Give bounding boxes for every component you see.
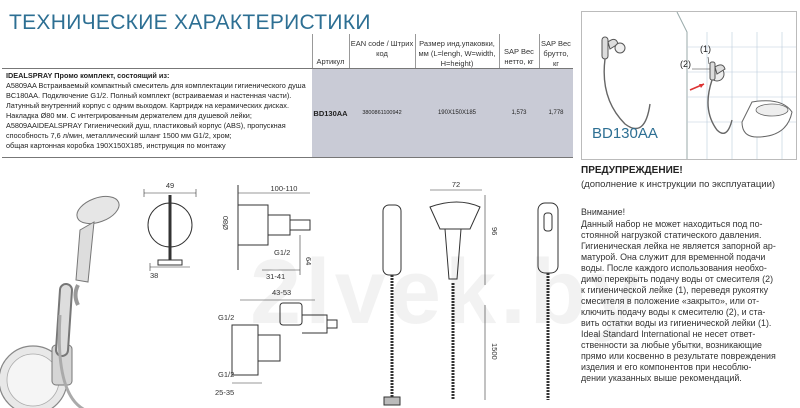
dim-96: 96 bbox=[490, 227, 499, 235]
warning-line: Ideal Standard International не несет от… bbox=[581, 329, 756, 339]
warning-subtitle: (дополнение к инструкции по эксплуатации… bbox=[581, 179, 776, 190]
dim-31-41: 31-41 bbox=[266, 272, 285, 281]
warning-line: к гигиенической лейке (1), переведя руко… bbox=[581, 285, 769, 295]
dim-g12-a: G1/2 bbox=[274, 248, 290, 257]
plate-front-view bbox=[143, 189, 197, 271]
warning-line: матурой. Она служит для временной подачи bbox=[581, 252, 766, 262]
warning-line: прямо или косвенно в результате поврежде… bbox=[581, 351, 776, 361]
dim-49: 49 bbox=[166, 181, 174, 190]
header-gross-weight: SAP Вес брутто, кг bbox=[541, 39, 571, 68]
dim-g12-c: G1/2 bbox=[218, 370, 234, 379]
mixer-assembly-view bbox=[231, 299, 338, 384]
header-ean: EAN code / Штрих код bbox=[350, 39, 414, 58]
dim-43-53: 43-53 bbox=[272, 288, 291, 297]
net-weight-value: 1,573 bbox=[511, 110, 527, 116]
warning-title: ПРЕДУПРЕЖДЕНИЕ! bbox=[581, 165, 683, 176]
sprayer-back-view bbox=[537, 202, 559, 400]
article-value: BD130AA bbox=[313, 109, 348, 118]
dim-64: 64 bbox=[304, 257, 313, 265]
dim-25-35: 25-35 bbox=[215, 388, 234, 397]
dim-38: 38 bbox=[150, 271, 158, 280]
warning-line: стоянной нагрузкой статического давления… bbox=[581, 230, 762, 240]
sprayer-front-view bbox=[429, 189, 486, 400]
ean-value: 3800861100942 bbox=[362, 110, 402, 116]
callout-2: (2) bbox=[680, 59, 691, 69]
description-line: BC180AA. Подключение G1/2. Полный компле… bbox=[6, 91, 292, 100]
page-title: ТЕХНИЧЕСКИЕ ХАРАКТЕРИСТИКИ bbox=[9, 11, 371, 34]
sprayer-side-view bbox=[382, 204, 402, 406]
description-cell bbox=[2, 68, 312, 158]
warning-line: дении указанных выше рекомендаций. bbox=[581, 373, 742, 383]
warning-line: ключить подачу воды к смесителю (2), и с… bbox=[581, 307, 766, 317]
description-line: способность 7,6 л/мин, металлический шла… bbox=[6, 131, 232, 140]
description-line: A5809AAIDEALSPRAY Гигиенический душ, пла… bbox=[6, 121, 286, 130]
warning-line: вить остатки воды из гигиенической лейки… bbox=[581, 318, 772, 328]
spec-table: Артикул EAN code / Штрих код Размер инд.… bbox=[2, 34, 573, 175]
values-cell bbox=[312, 68, 573, 158]
warning-line: изделия и его компонентов при несоблю- bbox=[581, 362, 752, 372]
dim-80: Ø80 bbox=[221, 216, 230, 230]
dim-100-110: 100-110 bbox=[271, 184, 298, 193]
header-net-weight: SAP Вес нетто, кг bbox=[504, 47, 534, 66]
gross-weight-value: 1,778 bbox=[548, 110, 564, 116]
header-size: Размер инд.упаковки, мм (L=lengh, W=widt… bbox=[418, 39, 496, 68]
size-value: 190X150X185 bbox=[437, 110, 477, 116]
warning-line: ственности за любые убытки, возникающие bbox=[581, 340, 762, 350]
bathroom-installation-drawing bbox=[601, 11, 796, 159]
description-line: общая картонная коробка 190X150X185, инс… bbox=[6, 141, 226, 150]
dim-72: 72 bbox=[452, 180, 460, 189]
callout-1: (1) bbox=[700, 44, 711, 54]
warning-line: Внимание! bbox=[581, 207, 626, 217]
warning-line: Данный набор не может находиться под по- bbox=[581, 219, 763, 229]
technical-drawings: 49 38 100-110 Ø80 G1/2 64 31-41 43-53 G1… bbox=[0, 180, 559, 408]
warning-line: воды. После каждого использования необхо… bbox=[581, 263, 767, 273]
warning-line: смесителя в положение «закрыто», или от- bbox=[581, 296, 760, 306]
dim-1500: 1500 bbox=[490, 343, 499, 360]
header-article: Артикул bbox=[316, 57, 345, 66]
warning-line: димо перекрыть подачу воды от смесителя … bbox=[581, 274, 774, 284]
dim-g12-b: G1/2 bbox=[218, 313, 234, 322]
description-line: IDEALSPRAY Промо комплект, состоящий из: bbox=[6, 71, 170, 80]
description-line: Накладка Ø80 мм. С интегрированным держа… bbox=[6, 111, 252, 120]
plate-side-view bbox=[237, 185, 311, 275]
warning-line: Гигиеническая лейка не является запорной… bbox=[581, 241, 776, 251]
description-line: Латунный внутренний корпус с одним выход… bbox=[6, 101, 289, 110]
product-photo bbox=[0, 195, 120, 408]
product-code: BD130AA bbox=[592, 125, 658, 142]
installation-illustration: (1) (2) BD130AA bbox=[581, 11, 797, 160]
description-line: A5809AA Встраиваемый компактный смесител… bbox=[6, 81, 306, 90]
